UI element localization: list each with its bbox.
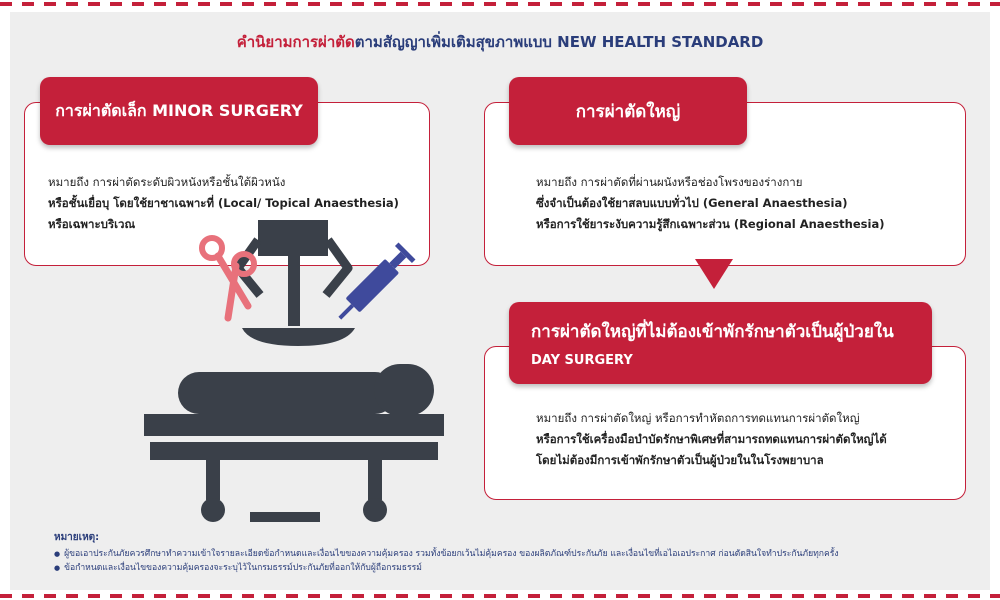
down-arrow-icon xyxy=(695,259,733,289)
day-surgery-description: หมายถึง การผ่าตัดใหญ่ หรือการทำหัตถการทด… xyxy=(536,408,887,471)
top-dashed-border xyxy=(0,2,1000,6)
minor-surgery-description: หมายถึง การผ่าตัดระดับผิวหนังหรือชั้นใต้… xyxy=(48,172,399,235)
major-line-2: ซึ่งจำเป็นต้องใช้ยาสลบแบบทั่วไป (General… xyxy=(536,196,848,210)
notes-heading: หมายเหตุ: xyxy=(54,532,100,543)
patient-on-bed-icon xyxy=(144,364,444,522)
title-blue-part: ตามสัญญาเพิ่มเติมสุขภาพแบบ NEW HEALTH ST… xyxy=(354,33,764,51)
day-heading-line-1: การผ่าตัดใหญ่ที่ไม่ต้องเข้าพักรักษาตัวเป… xyxy=(531,322,894,342)
major-surgery-description: หมายถึง การผ่าตัดที่ผ่านผนังหรือช่องโพรง… xyxy=(536,172,884,235)
day-line-1: หมายถึง การผ่าตัดใหญ่ หรือการทำหัตถการทด… xyxy=(536,411,860,425)
minor-line-1: หมายถึง การผ่าตัดระดับผิวหนังหรือชั้นใต้… xyxy=(48,175,286,189)
note-item-1: ผู้ขอเอาประกันภัยควรศึกษาทำความเข้าใจราย… xyxy=(54,547,838,561)
surgical-lamp-icon xyxy=(233,220,355,346)
day-heading-line-2: DAY SURGERY xyxy=(531,353,633,368)
footnotes: หมายเหตุ: ผู้ขอเอาประกันภัยควรศึกษาทำควา… xyxy=(54,530,839,575)
day-surgery-heading: การผ่าตัดใหญ่ที่ไม่ต้องเข้าพักรักษาตัวเป… xyxy=(509,302,932,384)
title-red-part: คำนิยามการผ่าตัด xyxy=(236,33,355,51)
syringe-icon xyxy=(338,242,416,320)
major-line-1: หมายถึง การผ่าตัดที่ผ่านผนังหรือช่องโพรง… xyxy=(536,175,803,189)
day-line-3: โดยไม่ต้องมีการเข้าพักรักษาตัวเป็นผู้ป่ว… xyxy=(536,453,824,467)
minor-line-3: หรือเฉพาะบริเวณ xyxy=(48,217,136,231)
minor-surgery-heading: การผ่าตัดเล็ก MINOR SURGERY xyxy=(40,77,318,145)
major-surgery-heading: การผ่าตัดใหญ่ xyxy=(509,77,747,145)
note-item-2: ข้อกำหนดและเงื่อนไขของความคุ้มครองจะระบุ… xyxy=(54,561,839,575)
major-line-3: หรือการใช้ยาระงับความรู้สึกเฉพาะส่วน (Re… xyxy=(536,217,885,231)
page-title: คำนิยามการผ่าตัดตามสัญญาเพิ่มเติมสุขภาพแ… xyxy=(0,30,1000,54)
bottom-dashed-border xyxy=(0,594,1000,598)
minor-line-2: หรือชั้นเยื่อบุ โดยใช้ยาชาเฉพาะที่ (Loca… xyxy=(48,196,399,210)
scissors-icon xyxy=(199,235,257,322)
day-line-2: หรือการใช้เครื่องมือบำบัดรักษาพิเศษที่สา… xyxy=(536,432,887,446)
surgery-illustration xyxy=(144,220,444,522)
